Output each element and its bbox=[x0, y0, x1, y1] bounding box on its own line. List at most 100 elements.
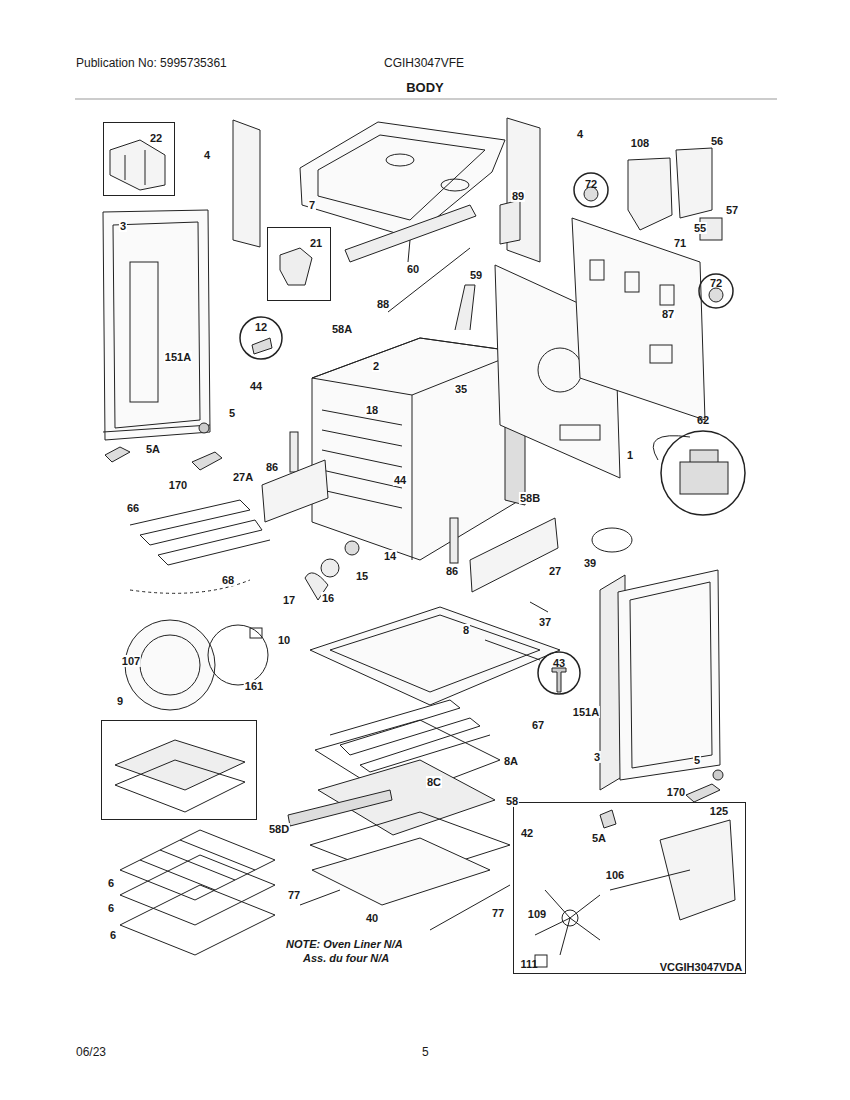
bracket bbox=[628, 158, 672, 230]
screw bbox=[713, 770, 723, 780]
callout-number: 58D bbox=[268, 823, 290, 835]
callout-number: 44 bbox=[249, 380, 263, 392]
callout-number: 107 bbox=[121, 655, 141, 667]
element-ring bbox=[208, 625, 268, 685]
callout-number: 3 bbox=[119, 220, 127, 232]
callout-number: 58B bbox=[519, 492, 541, 504]
circle-outline bbox=[573, 172, 609, 208]
callout-number: 56 bbox=[710, 135, 724, 147]
callout-number: 6 bbox=[107, 902, 115, 914]
callout-number: 21 bbox=[309, 237, 323, 249]
fan-grille bbox=[115, 760, 245, 812]
arrow-62 bbox=[653, 436, 690, 460]
convection-fan bbox=[535, 820, 735, 967]
detail-circle: 72 bbox=[573, 172, 609, 208]
callout-number: 9 bbox=[116, 695, 124, 707]
page-header-text: CGIH3047VFE bbox=[383, 57, 465, 70]
callout-number: 57 bbox=[725, 204, 739, 216]
rail-27 bbox=[470, 518, 558, 592]
callout-number: 8 bbox=[462, 624, 470, 636]
oven-racks bbox=[120, 830, 275, 955]
insulation-58 bbox=[318, 760, 495, 835]
detail-circle: 62 bbox=[660, 430, 746, 516]
note-text: NOTE: Oven Liner N/A bbox=[285, 938, 404, 950]
callout-number: 8C bbox=[426, 776, 442, 788]
callout-number: 58 bbox=[505, 795, 519, 807]
callout-number: 5A bbox=[591, 832, 607, 844]
title-rule bbox=[75, 99, 777, 100]
side-panel bbox=[233, 120, 260, 247]
callout-number: 8A bbox=[503, 755, 519, 767]
callout-number: 18 bbox=[365, 404, 379, 416]
callout-number: 14 bbox=[383, 550, 397, 562]
callout-number: 77 bbox=[491, 907, 505, 919]
callout-number: 125 bbox=[709, 805, 729, 817]
callout-number: 88 bbox=[376, 298, 390, 310]
callout-number: 62 bbox=[696, 414, 710, 426]
slide-77 bbox=[430, 885, 510, 930]
circle-outline bbox=[574, 173, 608, 207]
callout-number: 27 bbox=[548, 565, 562, 577]
callout-number: 108 bbox=[630, 137, 650, 149]
callout-number: 44 bbox=[393, 474, 407, 486]
fan-grille bbox=[115, 740, 245, 790]
wire-37 bbox=[530, 602, 548, 612]
lamp-bulb bbox=[321, 559, 339, 577]
callout-number: 170 bbox=[168, 479, 188, 491]
callout-number: 68 bbox=[221, 574, 235, 586]
callout-number: 3 bbox=[593, 751, 601, 763]
page-header-text: Publication No: 5995735361 bbox=[75, 57, 228, 70]
callout-number: 27A bbox=[232, 471, 254, 483]
lamp-socket bbox=[345, 541, 359, 555]
bracket-22 bbox=[110, 140, 165, 190]
callout-number: 109 bbox=[527, 908, 547, 920]
callout-number: 67 bbox=[531, 719, 545, 731]
callout-number: 59 bbox=[469, 269, 483, 281]
callout-number: 5A bbox=[145, 443, 161, 455]
callout-number: 89 bbox=[511, 190, 525, 202]
bracket-89 bbox=[500, 200, 520, 244]
callout-number: 4 bbox=[203, 149, 211, 161]
callout-number: 60 bbox=[406, 263, 420, 275]
bake-element bbox=[130, 500, 270, 565]
callout-number: 5 bbox=[228, 407, 236, 419]
callout-number: 72 bbox=[709, 277, 723, 289]
callout-number: 71 bbox=[673, 237, 687, 249]
callout-number: 87 bbox=[661, 308, 675, 320]
page-header-text: 06/23 bbox=[75, 1046, 107, 1059]
callout-number: 77 bbox=[287, 889, 301, 901]
circle-outline bbox=[660, 430, 746, 516]
bar bbox=[345, 205, 476, 262]
circle-outline bbox=[661, 431, 745, 515]
callout-number: 10 bbox=[277, 634, 291, 646]
page-header-text: 5 bbox=[421, 1046, 430, 1059]
callout-number: 12 bbox=[254, 321, 268, 333]
callout-number: VCGIH3047VDA bbox=[659, 961, 744, 973]
callout-number: 161 bbox=[244, 680, 264, 692]
circle-outline bbox=[538, 652, 580, 694]
part-21 bbox=[280, 248, 312, 285]
bracket-86 bbox=[290, 432, 298, 472]
hinge bbox=[105, 447, 130, 462]
callout-number: 40 bbox=[365, 912, 379, 924]
thermostat bbox=[252, 338, 272, 354]
detail-circle: 12 bbox=[239, 316, 283, 360]
leader bbox=[485, 640, 540, 660]
callout-number: 16 bbox=[321, 592, 335, 604]
callout-number: 106 bbox=[605, 869, 625, 881]
callout-number: 111 bbox=[519, 958, 538, 970]
page-title: BODY bbox=[405, 81, 445, 95]
screw-43 bbox=[552, 668, 566, 692]
callout-number: 151A bbox=[572, 706, 600, 718]
callout-number: 7 bbox=[308, 199, 316, 211]
circle-outline bbox=[240, 317, 282, 359]
hinge bbox=[192, 452, 222, 470]
tray bbox=[310, 607, 560, 705]
slide-77 bbox=[300, 890, 340, 905]
callout-number: 37 bbox=[538, 616, 552, 628]
callout-number: 170 bbox=[666, 786, 686, 798]
callout-number: 6 bbox=[109, 929, 117, 941]
callout-number: 66 bbox=[126, 502, 140, 514]
detail-circle: 43 bbox=[537, 651, 581, 695]
